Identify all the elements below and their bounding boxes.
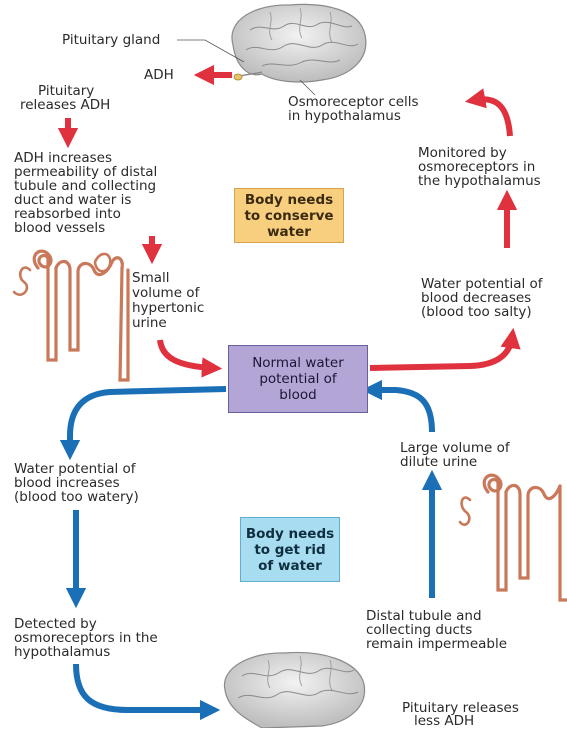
text-line: releases ADH [20, 98, 110, 113]
text-line: blood vessels [14, 221, 105, 236]
box-line: Normal water [252, 355, 344, 371]
text-line: dilute urine [400, 455, 477, 470]
box-line: to conserve [244, 208, 333, 224]
text-line: in hypothalamus [288, 109, 401, 124]
box-line: water [244, 224, 333, 240]
body-needs-get-rid-of-water-box: Body needs to get rid of water [240, 517, 340, 582]
brain-icon-bottom [224, 652, 364, 728]
brain-icon-top [232, 4, 366, 82]
text-line: less ADH [414, 714, 474, 729]
box-line: blood [252, 387, 344, 403]
text-line: (blood too watery) [14, 490, 139, 505]
kidney-nephron-icon-left [14, 251, 128, 380]
box-line: Body needs [244, 192, 333, 208]
kidney-nephron-icon-right [460, 475, 567, 600]
box-line: Body needs [246, 526, 334, 542]
body-needs-conserve-water-box: Body needs to conserve water [234, 188, 344, 243]
text-line: Small [132, 271, 170, 286]
pituitary-gland-label: Pituitary gland [62, 33, 160, 48]
text-line: remain impermeable [366, 637, 507, 652]
box-line: potential of [252, 371, 344, 387]
normal-water-potential-box: Normal water potential of blood [228, 345, 368, 413]
text-line: the hypothalamus [418, 174, 541, 189]
text-line: hypothalamus [14, 645, 110, 660]
text-line: volume of [132, 286, 199, 301]
box-line: of water [246, 558, 334, 574]
text-line: urine [132, 316, 167, 331]
box-line: to get rid [246, 542, 334, 558]
adh-label: ADH [144, 68, 174, 83]
text-line: (blood too salty) [421, 305, 532, 320]
text-line: hypertonic [132, 301, 204, 316]
